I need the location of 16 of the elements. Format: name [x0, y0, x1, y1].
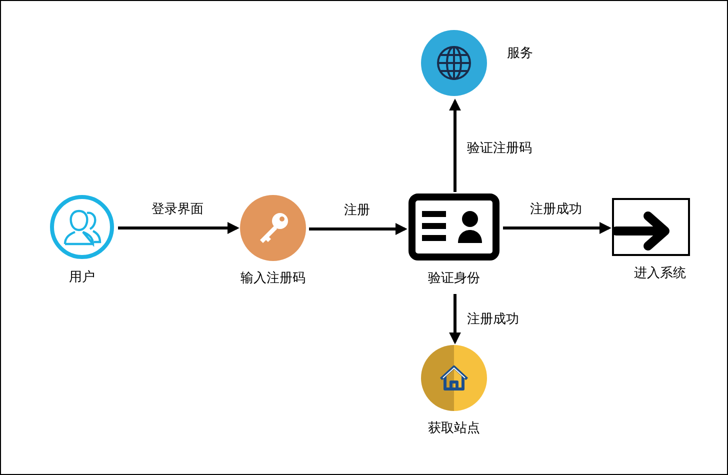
node-label: 输入注册码 — [240, 270, 306, 287]
edge-label: 注册成功 — [465, 310, 521, 328]
edge-label: 注册成功 — [528, 200, 584, 218]
node-label: 服务 — [507, 45, 533, 62]
node-label: 验证身份 — [428, 270, 480, 287]
edge-label: 登录界面 — [150, 200, 206, 218]
arrow — [118, 222, 240, 234]
arrow — [503, 222, 612, 234]
edge-label: 验证注册码 — [465, 138, 534, 156]
arrow — [449, 98, 461, 192]
edge-label: 注册 — [342, 201, 372, 219]
node-label: 获取站点 — [428, 420, 480, 437]
node-label: 用户 — [69, 269, 95, 286]
arrow — [449, 294, 461, 344]
arrow — [309, 223, 408, 235]
node-label: 进入系统 — [633, 265, 686, 282]
